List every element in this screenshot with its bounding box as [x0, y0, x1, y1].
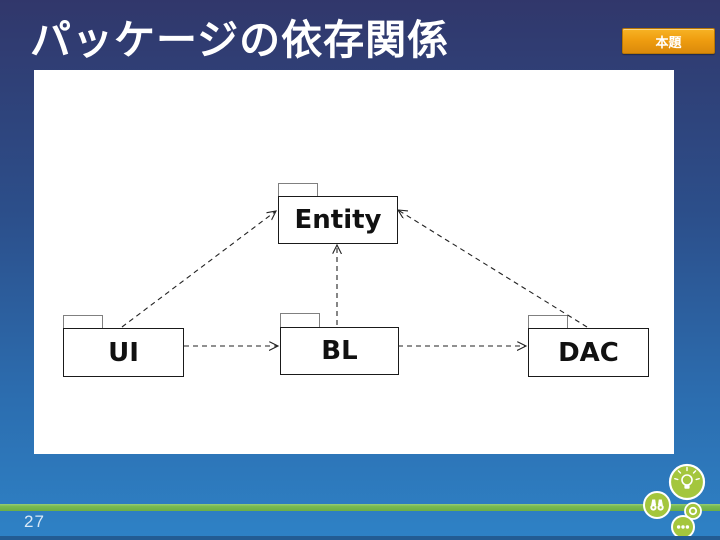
- package-dac-body: DAC: [528, 328, 649, 377]
- package-entity-body: Entity: [278, 196, 398, 244]
- diagram-canvas: Entity UI BL DAC: [34, 70, 674, 454]
- footer-accent-stripe: [0, 504, 720, 511]
- package-ui-tab: [63, 315, 103, 329]
- package-ui-body: UI: [63, 328, 184, 377]
- package-entity-tab: [278, 183, 318, 197]
- package-dac-tab: [528, 315, 568, 329]
- ellipsis-dots-icon: [671, 515, 695, 539]
- binoculars-icon: [643, 491, 671, 519]
- package-bl-body: BL: [280, 327, 399, 375]
- bottom-edge-strip: [0, 536, 720, 540]
- package-bl-label: BL: [321, 336, 358, 366]
- package-ui-label: UI: [108, 337, 139, 368]
- dependency-arrow-ui-entity: [121, 211, 276, 328]
- main-topic-button-label: 本題: [655, 34, 682, 50]
- dependency-arrow-dac-entity: [398, 210, 588, 328]
- package-entity-label: Entity: [294, 205, 382, 235]
- package-dac-label: DAC: [558, 337, 619, 368]
- dependency-arrows: [121, 70, 588, 454]
- lightbulb-icon: [668, 463, 706, 501]
- main-topic-button[interactable]: 本題: [622, 28, 715, 54]
- page-number: 27: [24, 512, 45, 531]
- package-bl-tab: [280, 313, 320, 328]
- page-title: パッケージの依存関係: [30, 17, 450, 63]
- decorative-icon-cluster: [643, 463, 706, 539]
- ring-icon: [684, 502, 702, 520]
